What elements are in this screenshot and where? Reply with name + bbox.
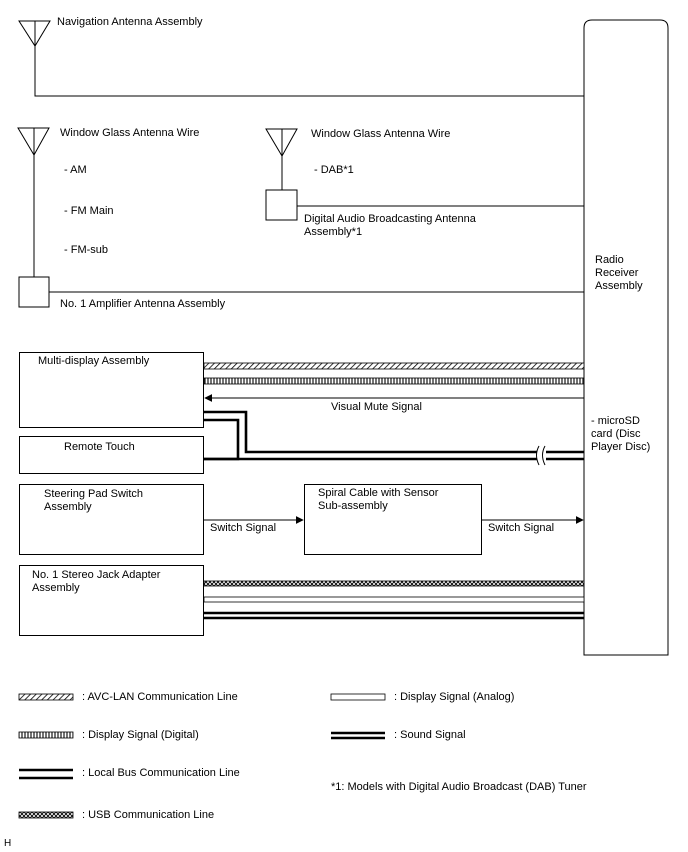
switch-signal-label-1: Switch Signal: [210, 522, 277, 534]
band-fm-main-label: - FM Main: [64, 205, 114, 217]
remote-touch-label: Remote Touch: [64, 441, 135, 453]
legend-usb-swatch: [18, 811, 74, 819]
window-glass-antenna-right-icon: [265, 128, 298, 158]
navigation-antenna-label: Navigation Antenna Assembly: [57, 16, 203, 28]
digital-display-line-multi-display: [203, 377, 585, 385]
legend-avc-lan-swatch: [18, 693, 74, 701]
multi-display-label: Multi-display Assembly: [38, 355, 150, 367]
multi-display-box: [19, 352, 204, 428]
spiral-cable-label: Spiral Cable with Sensor Sub-assembly: [318, 487, 439, 512]
local-bus-line-inner: [204, 418, 240, 461]
band-am-label: - AM: [64, 164, 87, 176]
legend-display-digital-swatch: [18, 731, 74, 739]
break-mark-left: [536, 445, 540, 466]
microsd-card-label: - microSD card (Disc Player Disc): [591, 415, 651, 453]
radio-receiver-body: [583, 19, 669, 656]
band-dab-label: - DAB*1: [314, 164, 354, 176]
local-bus-line-outer: [204, 410, 584, 454]
dab-antenna-box: [265, 189, 298, 221]
window-glass-antenna-left-icon: [17, 127, 50, 157]
visual-mute-signal-label: Visual Mute Signal: [331, 401, 422, 413]
navigation-antenna-line: [34, 46, 584, 97]
display-analog-line-stereo-jack: [203, 596, 585, 603]
window-glass-antenna-left-label: Window Glass Antenna Wire: [60, 127, 200, 139]
dab-antenna-label: Digital Audio Broadcasting Antenna Assem…: [304, 213, 476, 238]
break-mark-right: [542, 445, 546, 466]
legend-display-analog-swatch: [330, 693, 386, 701]
navigation-antenna-icon: [18, 20, 51, 47]
legend-display-digital-label: : Display Signal (Digital): [82, 729, 199, 741]
remote-touch-box: [19, 436, 204, 474]
legend-sound-label: : Sound Signal: [394, 729, 466, 741]
avc-lan-line-multi-display: [203, 362, 585, 370]
legend-footnote: *1: Models with Digital Audio Broadcast …: [331, 781, 587, 793]
radio-receiver-label: Radio Receiver Assembly: [595, 254, 643, 292]
break-mark-gap: [537, 447, 546, 464]
legend-display-analog-label: : Display Signal (Analog): [394, 691, 515, 703]
steering-pad-box: [19, 484, 204, 555]
amplifier-antenna-box: [18, 276, 50, 308]
legend-avc-lan-label: : AVC-LAN Communication Line: [82, 691, 238, 703]
stereo-jack-label: No. 1 Stereo Jack Adapter Assembly: [32, 569, 161, 594]
band-fm-sub-label: - FM-sub: [64, 244, 108, 256]
steering-pad-label: Steering Pad Switch Assembly: [44, 488, 144, 513]
spiral-cable-box: [304, 484, 482, 555]
stereo-jack-box: [19, 565, 204, 636]
amplifier-antenna-label: No. 1 Amplifier Antenna Assembly: [60, 298, 226, 310]
switch-signal-label-2: Switch Signal: [488, 522, 555, 534]
corner-mark: H: [4, 838, 12, 849]
legend-local-bus-label: : Local Bus Communication Line: [82, 767, 240, 779]
legend-usb-label: : USB Communication Line: [82, 809, 215, 821]
window-glass-antenna-right-label: Window Glass Antenna Wire: [311, 128, 451, 140]
usb-line-stereo-jack: [203, 580, 585, 587]
